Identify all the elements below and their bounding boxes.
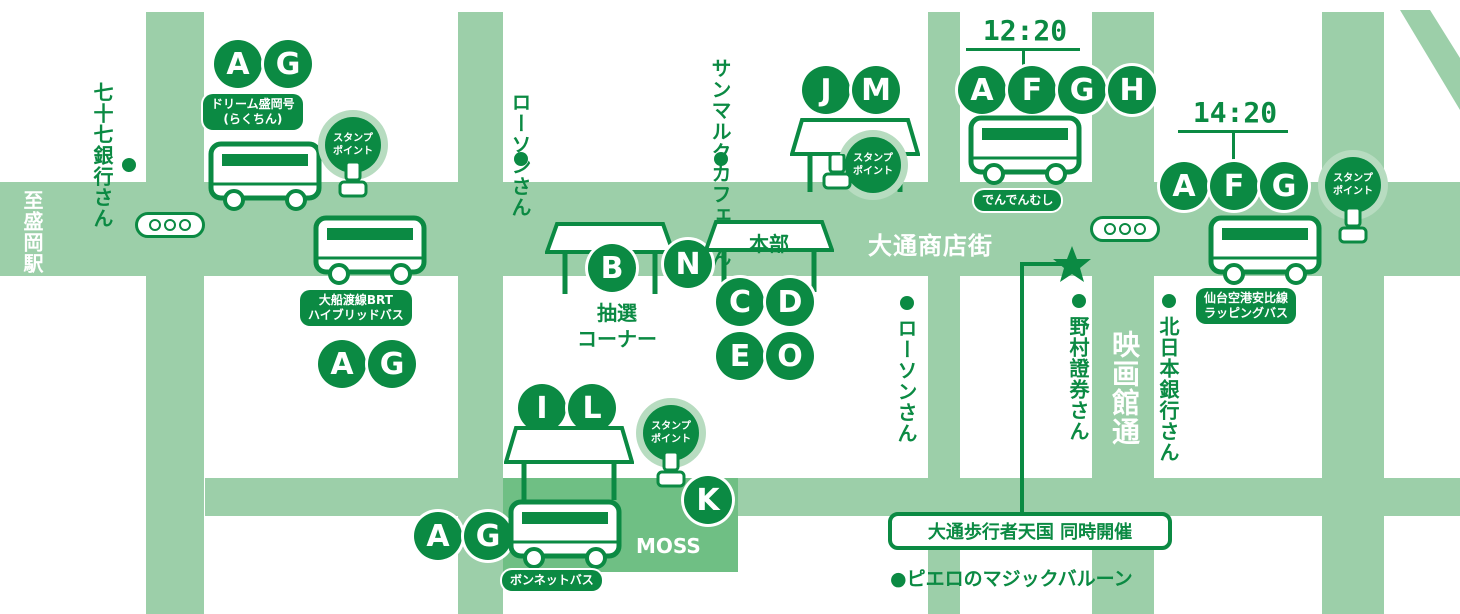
landmark-dot [1072, 294, 1086, 308]
letter-marker-i: I [518, 384, 566, 432]
letter-marker-c: C [716, 278, 764, 326]
road-diagonal [1400, 10, 1460, 110]
landmark-lawson-right: ローソンさん [894, 318, 918, 444]
stamp-stand-icon [822, 154, 852, 190]
bus-label-line: (らくちん) [223, 112, 283, 126]
street-label: 大通商店街 [868, 232, 993, 260]
landmark-dot [122, 158, 136, 172]
letter-marker-f: F [1210, 162, 1258, 210]
time-connector [1232, 132, 1235, 162]
letter-marker-f: F [1008, 66, 1056, 114]
letter-marker-j: J [802, 66, 850, 114]
bus-icon [1208, 215, 1322, 285]
letter-marker-b: B [588, 244, 636, 292]
lottery-label-line: コーナー [577, 327, 657, 351]
star-icon [1053, 246, 1091, 282]
bus-label-line: 大船渡線BRT [318, 293, 393, 307]
lottery-label-line: 抽選 [597, 301, 637, 325]
event-title: 大通歩行者天国 同時開催 [927, 522, 1133, 543]
letter-marker-d: D [766, 278, 814, 326]
bus-icon [313, 215, 427, 285]
landmark-dot [714, 152, 728, 166]
letter-marker-g: G [464, 512, 512, 560]
bus-label-line: ラッピングバス [1204, 306, 1289, 320]
time-label-1220: 12:20 [982, 14, 1068, 47]
letter-marker-a: A [214, 40, 262, 88]
landmark-nomura: 野村證券さん [1066, 316, 1090, 442]
bus-label-ofunato: 大船渡線BRT ハイブリッドバス [300, 290, 412, 326]
station-label: 至盛岡駅 [20, 190, 44, 274]
stamp-text: スタンプ [651, 421, 691, 432]
event-subtitle: ●ピエロのマジックバルーン [890, 568, 1133, 590]
stamp-text: ポイント [651, 434, 691, 445]
traffic-light-icon [1090, 216, 1160, 242]
letter-marker-l: L [568, 384, 616, 432]
lottery-label: 抽選 コーナー [562, 300, 672, 352]
letter-marker-a: A [414, 512, 462, 560]
letter-marker-h: H [1108, 66, 1156, 114]
letter-marker-a: A [318, 340, 366, 388]
letter-marker-k: K [684, 476, 732, 524]
letter-marker-a: A [958, 66, 1006, 114]
pointer-line-vertical [1020, 262, 1024, 514]
honbu-tent-icon [704, 220, 834, 292]
stamp-text: ポイント [1333, 186, 1373, 197]
road-v5 [1322, 12, 1384, 614]
time-underline [966, 48, 1080, 51]
letter-marker-g: G [264, 40, 312, 88]
letter-marker-e: E [716, 332, 764, 380]
bus-icon [968, 115, 1082, 185]
time-underline [1178, 130, 1288, 133]
bus-label-dendenmushi: でんでんむし [974, 190, 1062, 211]
letter-marker-o: O [766, 332, 814, 380]
moss-label: MOSS [636, 534, 701, 558]
traffic-light-icon [135, 212, 205, 238]
letter-marker-m: M [852, 66, 900, 114]
eiga-street-label: 映画館通 [1108, 330, 1141, 446]
landmark-dot [514, 152, 528, 166]
bus-icon [508, 499, 622, 569]
il-tent-icon [504, 426, 634, 500]
landmark-dot [900, 296, 914, 310]
stamp-text: スタンプ [333, 133, 373, 144]
lottery-tent-icon [545, 222, 675, 294]
bus-icon [208, 141, 322, 211]
bus-label-sendai: 仙台空港安比線 ラッピングバス [1196, 288, 1297, 324]
bus-label-line: 仙台空港安比線 [1204, 291, 1289, 305]
time-connector [1022, 50, 1025, 70]
letter-marker-g: G [1260, 162, 1308, 210]
pointer-line-horizontal [1020, 262, 1070, 266]
letter-marker-n: N [664, 240, 712, 288]
bus-label-bonnet: ボンネットバス [502, 570, 602, 591]
stamp-stand-icon [338, 162, 368, 198]
landmark-shichijushichi: 七十七銀行さん [90, 82, 114, 229]
bus-label-dream: ドリーム盛岡号 (らくちん) [203, 94, 303, 130]
bus-label-line: ハイブリッドバス [308, 308, 404, 322]
landmark-dot [1162, 294, 1176, 308]
stamp-point-icon: スタンプポイント [636, 398, 706, 468]
time-label-1420: 14:20 [1192, 96, 1278, 129]
letter-marker-g: G [1058, 66, 1106, 114]
honbu-label: 本部 [749, 232, 789, 256]
stamp-text: ポイント [853, 166, 893, 177]
road-south-street [205, 478, 1460, 516]
letter-marker-a: A [1160, 162, 1208, 210]
landmark-kitanihon: 北日本銀行さん [1156, 316, 1180, 463]
stamp-text: スタンプ [1333, 173, 1373, 184]
stamp-stand-icon [656, 452, 686, 488]
bus-label-line: ドリーム盛岡号 [211, 97, 295, 111]
stamp-text: ポイント [333, 146, 373, 157]
stamp-point-icon: スタンプポイント [838, 130, 908, 200]
stamp-text: スタンプ [853, 153, 893, 164]
event-box: 大通歩行者天国 同時開催 [888, 512, 1172, 550]
stamp-stand-icon [1338, 208, 1368, 244]
letter-marker-g: G [368, 340, 416, 388]
road-v1 [146, 12, 204, 614]
